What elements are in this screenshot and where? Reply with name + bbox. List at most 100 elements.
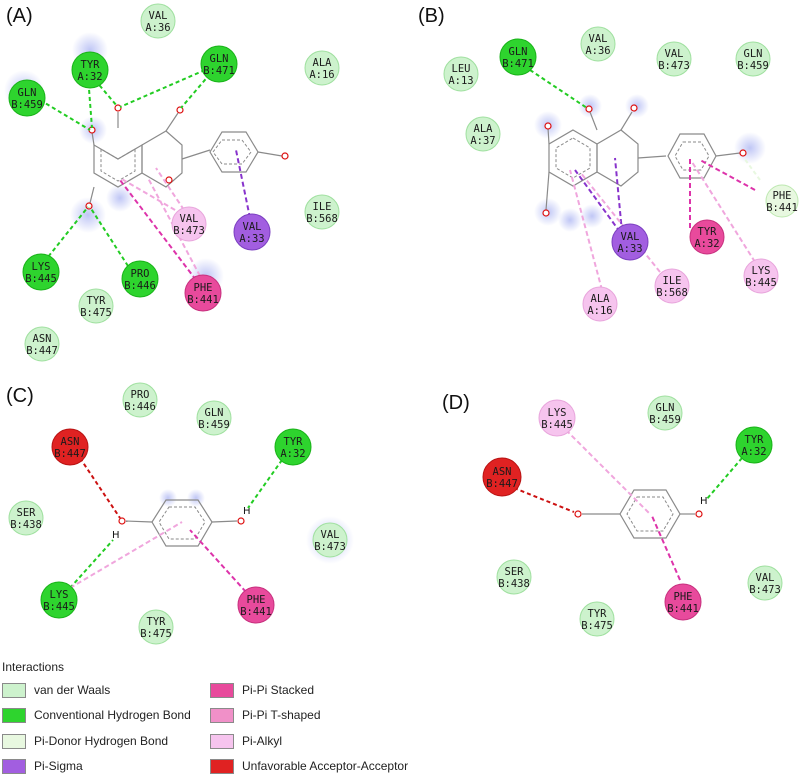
svg-text:TYR: TYR — [745, 434, 765, 446]
pi-line — [119, 179, 197, 281]
residue-disc — [8, 79, 46, 117]
residue-disc — [304, 194, 340, 230]
svg-text:B:441: B:441 — [240, 606, 272, 618]
bond — [620, 111, 633, 131]
sigma-line — [614, 157, 623, 233]
ring-b3-inner — [674, 141, 710, 171]
glow — [187, 489, 205, 507]
svg-text:GLN: GLN — [18, 87, 37, 99]
svg-text:B:441: B:441 — [766, 202, 798, 214]
svg-text:ASN: ASN — [493, 466, 512, 478]
svg-text:GLN: GLN — [509, 46, 528, 58]
svg-text:B:568: B:568 — [656, 287, 688, 299]
svg-text:B:459: B:459 — [649, 414, 681, 426]
oxygen-atom — [281, 152, 289, 160]
residue-disc — [580, 26, 616, 62]
svg-text:TYR: TYR — [81, 59, 101, 71]
residue-disc — [743, 258, 779, 294]
unfavorable-line — [513, 487, 575, 513]
svg-text:B:473: B:473 — [658, 60, 690, 72]
legend-label: Pi-Donor Hydrogen Bond — [34, 734, 169, 748]
ring-c-inner — [158, 506, 206, 540]
svg-text:LEU: LEU — [452, 63, 471, 75]
glow — [558, 208, 582, 232]
glow — [734, 132, 766, 164]
svg-text:A:32: A:32 — [694, 238, 719, 250]
pi-line — [651, 515, 681, 581]
bond — [181, 149, 211, 160]
svg-text:ASN: ASN — [33, 333, 52, 345]
svg-text:B:447: B:447 — [26, 345, 58, 357]
oxygen-atom — [544, 122, 552, 130]
svg-text:B:446: B:446 — [124, 401, 156, 413]
svg-text:A:32: A:32 — [741, 446, 766, 458]
pi-line — [189, 529, 247, 593]
hbond-line — [180, 73, 211, 109]
svg-text:B:441: B:441 — [667, 603, 699, 615]
svg-text:B:447: B:447 — [486, 478, 518, 490]
svg-text:B:438: B:438 — [498, 578, 530, 590]
svg-text:B:459: B:459 — [198, 419, 230, 431]
residue-disc — [138, 609, 174, 645]
svg-text:TYR: TYR — [698, 226, 718, 238]
legend-label: Unfavorable Acceptor-Acceptor — [242, 759, 409, 773]
legend-swatch — [210, 758, 234, 774]
legend-swatch — [210, 707, 234, 723]
svg-text:GLN: GLN — [205, 407, 224, 419]
svg-text:A:36: A:36 — [585, 45, 610, 57]
svg-text:LYS: LYS — [50, 589, 69, 601]
residue-disc — [312, 522, 348, 558]
svg-text:B:473: B:473 — [173, 225, 205, 237]
residue-disc — [140, 3, 176, 39]
residue-disc — [735, 426, 773, 464]
oxygen-atom — [585, 105, 593, 113]
residue-disc — [465, 116, 501, 152]
hbond-line — [39, 99, 91, 131]
svg-text:TYR: TYR — [588, 608, 608, 620]
glow — [159, 489, 177, 507]
bond — [547, 127, 550, 145]
hydrogen-atom: H — [112, 530, 120, 541]
svg-text:B:459: B:459 — [737, 60, 769, 72]
residue-disc — [122, 382, 158, 418]
svg-text:LYS: LYS — [548, 407, 567, 419]
residue-disc — [765, 184, 799, 218]
alkyl-line — [565, 429, 651, 515]
bond — [125, 520, 153, 523]
pi-donor-line — [743, 157, 761, 181]
alkyl-line — [69, 521, 183, 589]
oxygen-atom — [85, 202, 93, 210]
legend-item: Pi-Pi Stacked — [210, 680, 314, 700]
svg-text:TYR: TYR — [284, 436, 304, 448]
ring-d-inner — [626, 496, 674, 532]
svg-text:ALA: ALA — [591, 293, 611, 305]
residue-disc — [24, 326, 60, 362]
legend-label: Pi-Pi Stacked — [242, 683, 315, 697]
panel-label-a: (A) — [6, 5, 33, 27]
oxygen-atom — [574, 510, 582, 518]
legend-item: Pi-Sigma — [2, 756, 83, 776]
bond — [91, 131, 95, 146]
hbond-line — [69, 539, 114, 589]
legend-swatch — [2, 733, 26, 749]
svg-text:B:475: B:475 — [80, 307, 112, 319]
svg-text:A:16: A:16 — [309, 69, 334, 81]
interactions-c — [69, 457, 283, 593]
